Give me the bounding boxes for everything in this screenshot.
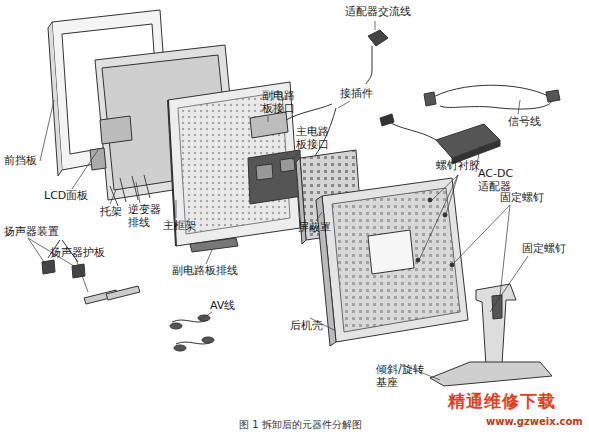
part-label: 信号线 [508,116,541,129]
part-label: 倾斜/旋转基座 [376,364,432,389]
figure-caption: 图 1 拆卸后的元器件分解图 [239,419,362,431]
screws [416,198,454,267]
ac-dc-adapter [380,114,500,164]
av-cables [170,315,214,351]
main-board [248,150,302,204]
part-label: 适配器交流线 [345,6,411,19]
part-label: 螺钉衬胶 [436,160,480,173]
part-label: 主电路板接口 [296,126,332,151]
speakers [42,240,140,304]
part-label: 固定螺钉 [500,192,544,205]
part-label: 屏蔽罩 [298,222,331,235]
part-label: AC-DC 适配器 [478,168,524,193]
part-label: 后机壳 [290,320,323,333]
ac-cord [366,30,388,84]
part-label: 接插件 [340,88,373,101]
sub-board [250,112,288,138]
part-label: 副电路板排线 [172,265,238,278]
signal-cable [424,85,560,109]
part-label: 主框架 [163,220,196,233]
part-label: 扬声器护板 [50,247,105,260]
bracket [110,175,150,206]
part-label: 逆变器排线 [128,204,164,229]
tilt-swivel-stand [430,284,552,386]
part-label: LCD面板 [44,190,88,203]
part-label: 前挡板 [4,155,37,168]
watermark: 精通维修下载 [448,392,556,412]
watermark: www.gzweix.com [486,416,583,428]
part-label: 托架 [100,206,122,219]
leader-lines [28,21,528,380]
part-label: 扬声器装置 [4,226,59,239]
sub-board-ribbon [190,238,238,252]
part-label: AV线 [210,300,235,313]
part-label: 副电路板接口 [262,90,298,115]
part-label: 固定螺钉 [522,243,566,256]
